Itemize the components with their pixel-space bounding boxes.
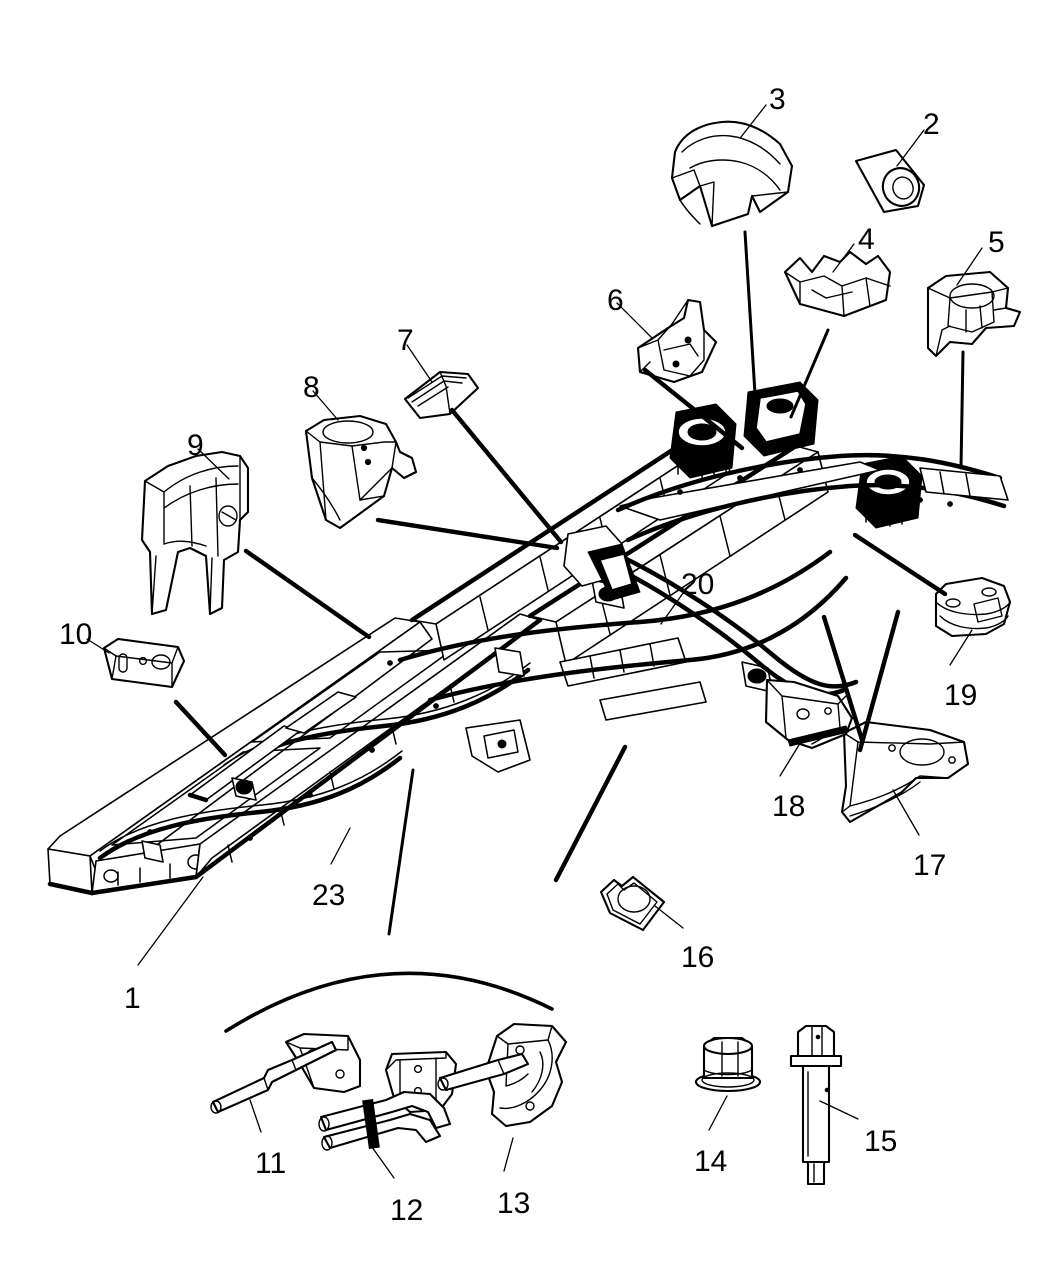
part-16-square-washer-plate [599,875,666,932]
part-12-body-mount-double-stud [318,1050,458,1151]
callout-label-1: 1 [124,982,141,1015]
callout-label-15: 15 [864,1125,898,1158]
part-11-body-mount-stud-bracket [210,1032,362,1114]
part-14-flange-nut [694,1036,762,1093]
callout-label-13: 13 [497,1187,531,1220]
callout-label-6: 6 [607,284,624,317]
callout-label-2: 2 [923,108,940,141]
frame-assembly-group [47,381,1009,896]
part-13-body-mount-bracket-rear [437,1022,568,1128]
callout-leader-lines [86,104,983,1179]
part-17-bumper-gusset-bracket [840,720,970,824]
callout-label-10: 10 [59,618,93,651]
part-4-engine-mount-bracket [783,250,892,318]
assembly-leader-lines [173,230,965,936]
callout-label-19: 19 [944,679,978,712]
part-5-body-mount-bracket-right [926,270,1022,358]
part-8-shock-mount-bracket [304,414,418,530]
callout-label-18: 18 [772,790,806,823]
part-7-reinforcement-plate [403,370,480,420]
callout-label-4: 4 [858,223,875,256]
callout-label-9: 9 [187,429,204,462]
callout-label-7: 7 [397,324,414,357]
part-9-spring-hanger-bracket [140,450,250,616]
callout-label-3: 3 [769,83,786,116]
part-6-transmission-crossmember-bracket [636,298,718,384]
part-10-tie-plate [102,637,186,689]
part-19-body-mount-cushion [934,576,1012,638]
callout-label-11: 11 [255,1147,287,1180]
callout-label-12: 12 [390,1194,424,1227]
callout-label-16: 16 [681,941,715,974]
callout-label-20: 20 [681,568,715,601]
part-18-reinforcement-gusset [764,678,854,750]
detail-group-arc [224,971,554,1033]
front-frame-section [563,381,1009,697]
part-2-spacer-sleeve [854,148,926,214]
callout-label-23: 23 [312,879,346,912]
part-3-front-bumper-bracket [670,120,794,228]
part-15-flange-bolt [789,1024,843,1186]
callout-label-17: 17 [913,849,947,882]
callout-label-8: 8 [303,371,320,404]
callout-label-14: 14 [694,1145,728,1178]
callout-label-5: 5 [988,226,1005,259]
